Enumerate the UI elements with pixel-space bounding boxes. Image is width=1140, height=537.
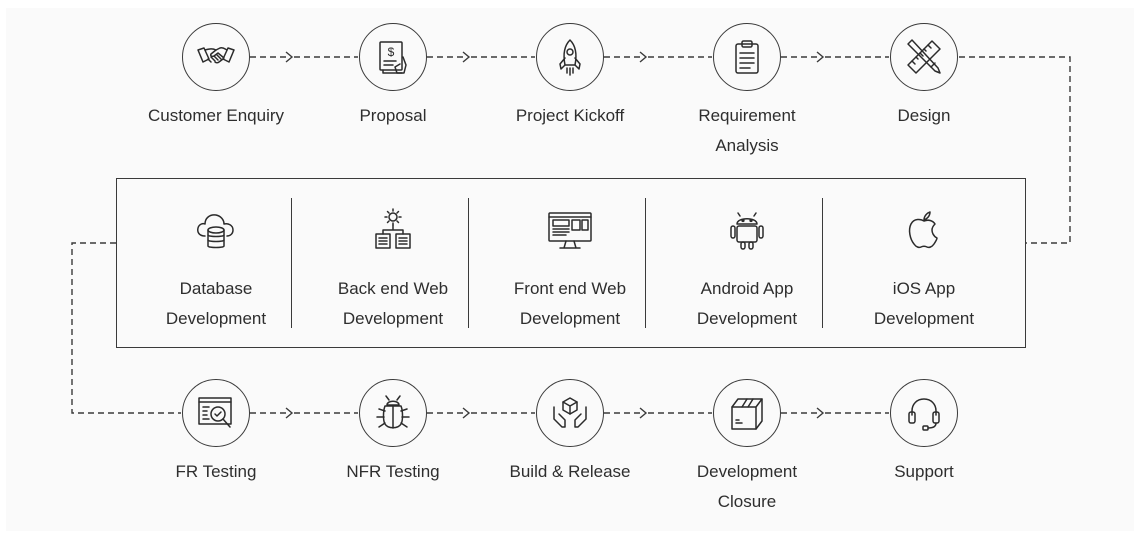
step-icon-circle xyxy=(359,379,427,447)
dev-divider xyxy=(468,198,469,328)
monitor-icon xyxy=(548,212,592,249)
step-icon xyxy=(182,196,250,264)
handshake-icon xyxy=(197,47,235,64)
pencil-ruler-icon xyxy=(907,39,941,74)
proposal-icon: $ xyxy=(379,41,407,74)
connector-dev-to-testing xyxy=(71,242,181,414)
step-icon-circle xyxy=(182,23,250,91)
connector-design-to-dev xyxy=(959,56,1071,244)
step-label: Customer Enquiry xyxy=(147,106,285,125)
step-label: NFR Testing xyxy=(346,462,440,481)
step-support: Support xyxy=(836,379,1012,487)
step-android-app-development: Android App Development xyxy=(659,196,835,334)
step-label: Database Development xyxy=(165,279,267,328)
chevron-r1-1 xyxy=(285,51,294,63)
dev-divider xyxy=(645,198,646,328)
clipboard-icon xyxy=(735,40,759,74)
chevron-r3-1 xyxy=(285,407,294,419)
step-icon-circle xyxy=(890,23,958,91)
step-design: Design xyxy=(836,23,1012,131)
chevron-r1-4 xyxy=(816,51,825,63)
step-backend-web-development: Back end Web Development xyxy=(305,196,481,334)
step-icon-circle xyxy=(890,379,958,447)
android-icon xyxy=(730,212,764,250)
dev-divider xyxy=(291,198,292,328)
step-customer-enquiry: Customer Enquiry xyxy=(128,23,304,131)
step-icon-circle xyxy=(713,23,781,91)
headset-icon xyxy=(908,398,940,431)
step-label: FR Testing xyxy=(175,462,257,481)
step-icon xyxy=(536,196,604,264)
dev-divider xyxy=(822,198,823,328)
svg-text:$: $ xyxy=(388,45,395,59)
chevron-r1-3 xyxy=(639,51,648,63)
chevron-r3-3 xyxy=(639,407,648,419)
chevron-r1-2 xyxy=(462,51,471,63)
step-icon-circle xyxy=(713,379,781,447)
apple-icon xyxy=(908,211,938,249)
step-label: Android App Development xyxy=(696,279,798,328)
step-icon-circle xyxy=(536,23,604,91)
cloud-database-icon xyxy=(197,214,234,249)
step-icon-circle xyxy=(182,379,250,447)
step-frontend-web-development: Front end Web Development xyxy=(482,196,658,334)
step-project-kickoff: Project Kickoff xyxy=(482,23,658,131)
development-group-box xyxy=(116,178,1026,348)
step-icon-circle: $ xyxy=(359,23,427,91)
step-icon-circle xyxy=(536,379,604,447)
step-label: Support xyxy=(894,462,954,481)
step-label: Back end Web Development xyxy=(337,279,449,328)
package-icon xyxy=(731,398,763,430)
step-fr-testing: FR Testing xyxy=(128,379,304,487)
step-icon xyxy=(890,196,958,264)
step-database-development: Database Development xyxy=(128,196,304,334)
step-label: iOS App Development xyxy=(873,279,975,328)
server-gear-icon xyxy=(375,208,411,249)
step-label: Design xyxy=(897,106,951,125)
step-label: Development Closure xyxy=(696,462,798,511)
chevron-r3-4 xyxy=(816,407,825,419)
test-search-icon xyxy=(198,397,232,428)
bug-icon xyxy=(376,395,410,429)
step-label: Front end Web Development xyxy=(513,279,627,328)
step-requirement-analysis: Requirement Analysis xyxy=(659,23,835,161)
hands-box-icon xyxy=(553,397,587,428)
rocket-icon xyxy=(559,39,581,76)
step-build-release: Build & Release xyxy=(482,379,658,487)
step-nfr-testing: NFR Testing xyxy=(305,379,481,487)
step-label: Project Kickoff xyxy=(515,106,625,125)
step-ios-app-development: iOS App Development xyxy=(836,196,1012,334)
step-label: Requirement Analysis xyxy=(698,106,796,155)
step-label: Proposal xyxy=(359,106,427,125)
chevron-r3-2 xyxy=(462,407,471,419)
step-icon xyxy=(713,196,781,264)
step-icon xyxy=(359,196,427,264)
step-development-closure: Development Closure xyxy=(659,379,835,517)
step-label: Build & Release xyxy=(509,462,631,481)
step-proposal: $ Proposal xyxy=(305,23,481,131)
